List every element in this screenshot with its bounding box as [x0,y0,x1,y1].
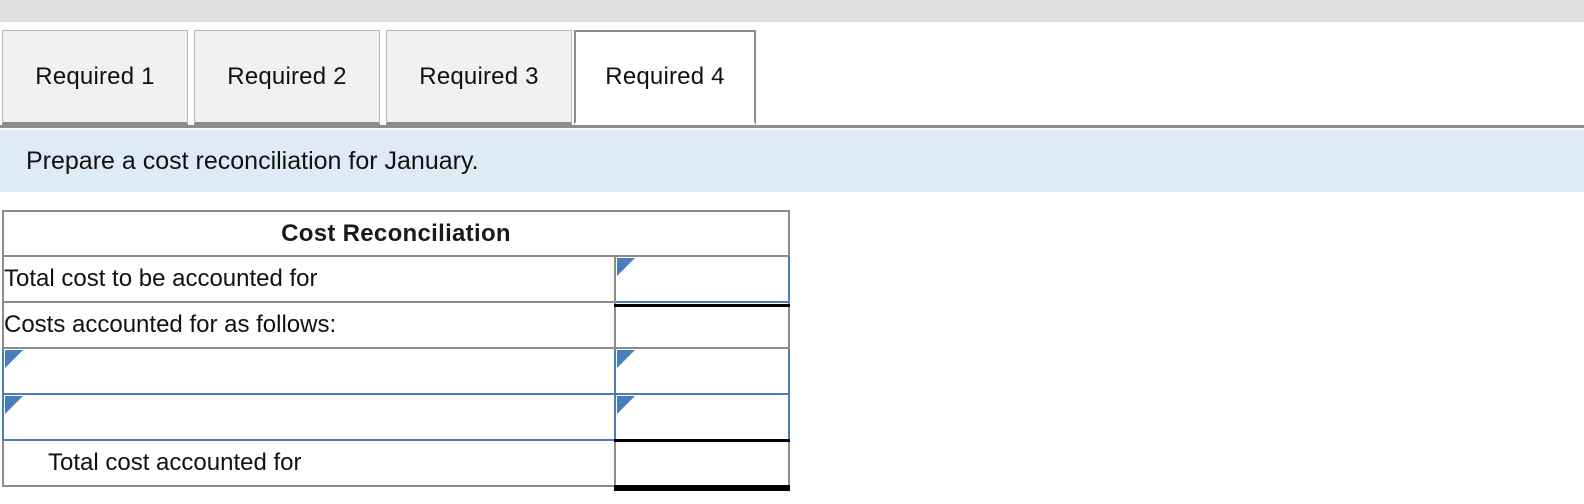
input-total-cost-to-be-accounted-for[interactable] [613,255,791,307]
row-label-costs-accounted-for-as-follows: Costs accounted for as follows: [2,301,616,349]
tab-required-3[interactable]: Required 3 [386,30,572,125]
dropdown-arrow-icon [617,258,635,276]
table-header-row: Cost Reconciliation [1,210,791,257]
instruction-text: Prepare a cost reconciliation for Januar… [26,146,479,175]
window-top-bar [0,0,1584,22]
instruction-banner: Prepare a cost reconciliation for Januar… [0,130,1584,192]
input-cost-component-value-2[interactable] [613,393,791,441]
table-row [2,347,791,395]
accounting-underline [614,304,791,307]
tab-strip-baseline [0,125,1584,128]
table-title: Cost Reconciliation [1,210,791,257]
tab-label: Required 1 [35,62,155,90]
value-cell-total-cost-accounted-for[interactable] [613,438,791,491]
dropdown-arrow-icon [5,350,23,368]
table-row [2,393,791,441]
tab-label: Required 3 [419,62,539,90]
tab-required-2[interactable]: Required 2 [194,30,380,125]
accounting-double-underline [614,487,791,491]
input-cost-component-label-2[interactable] [2,393,616,441]
tab-label: Required 2 [227,62,347,90]
row-label-total-cost-to-be-accounted-for: Total cost to be accounted for [2,255,616,303]
dropdown-arrow-icon [617,396,635,414]
input-cost-component-value-1[interactable] [613,347,791,395]
table-row: Costs accounted for as follows: [2,301,791,349]
tab-required-1[interactable]: Required 1 [2,30,188,125]
input-cost-component-label-1[interactable] [2,347,616,395]
tab-label: Required 4 [605,63,725,90]
table-row: Total cost to be accounted for [2,255,791,307]
row-label-total-cost-accounted-for: Total cost accounted for [2,439,616,487]
table-row: Total cost accounted for [2,438,791,491]
tab-strip: Required 1 Required 2 Required 3 Require… [0,30,1584,128]
tab-required-4[interactable]: Required 4 [574,30,756,125]
dropdown-arrow-icon [617,350,635,368]
dropdown-arrow-icon [5,396,23,414]
value-cell-blank [613,301,791,349]
cost-reconciliation-table: Cost Reconciliation Total cost to be acc… [1,210,791,491]
